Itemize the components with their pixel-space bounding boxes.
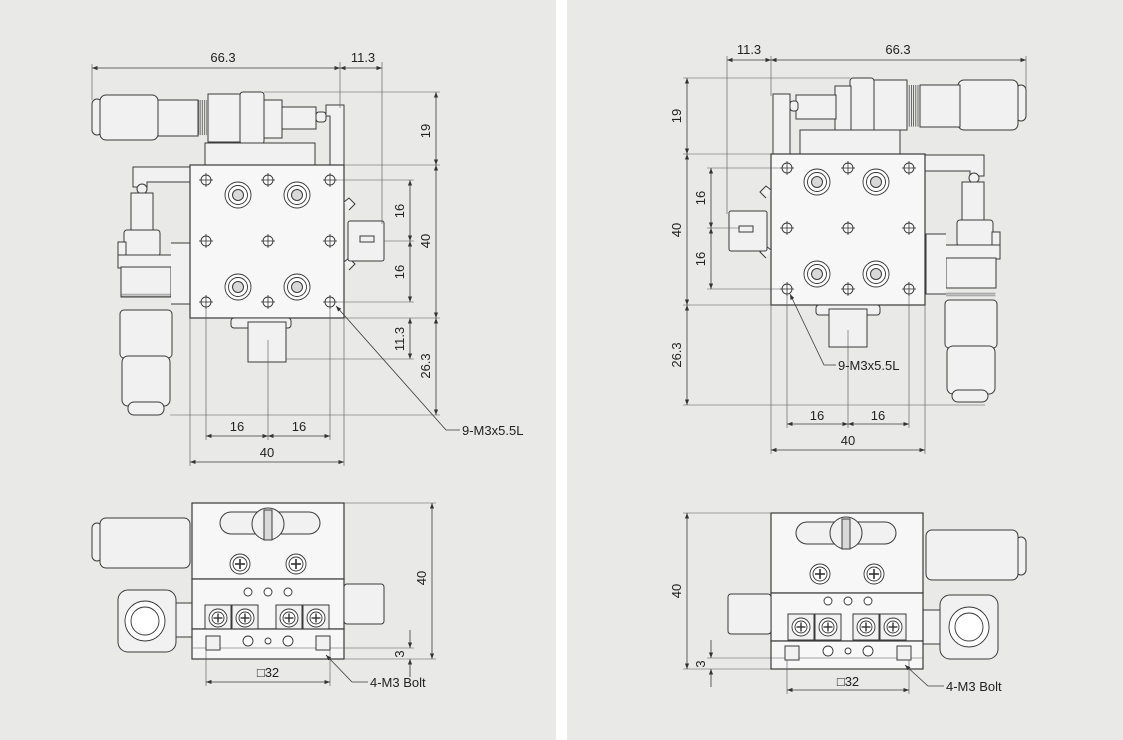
hole-callout: 9-M3x5.5L [462, 423, 523, 438]
dim-40-height: 40 [669, 223, 684, 237]
dim-3: 3 [693, 660, 708, 667]
dim-40-width: 40 [841, 433, 855, 448]
dim-square-32: □32 [257, 665, 279, 680]
dim-16-right: 16 [871, 408, 885, 423]
dim-3: 3 [392, 650, 407, 657]
bolt-callout: 4-M3 Bolt [370, 675, 426, 690]
dim-40-side: 40 [669, 584, 684, 598]
right-top-view: 11.3 66.3 19 40 26.3 16 16 16 16 40 9-M3… [669, 42, 1027, 454]
dim-66-3: 66.3 [885, 42, 910, 57]
dim-19: 19 [418, 124, 433, 138]
hole-callout: 9-M3x5.5L [838, 358, 899, 373]
left-top-view: 66.3 11.3 19 40 16 16 11.3 26.3 16 16 40 [91, 50, 523, 466]
dim-16-left: 16 [230, 419, 244, 434]
dim-66-3: 66.3 [210, 50, 235, 65]
dim-16-left: 16 [810, 408, 824, 423]
bolt-callout: 4-M3 Bolt [946, 679, 1002, 694]
dim-11-3-vertical: 11.3 [392, 327, 407, 351]
dim-16-lower: 16 [392, 265, 407, 279]
dim-26-3: 26.3 [669, 342, 684, 367]
dim-19: 19 [669, 109, 684, 123]
left-side-view: 40 3 □32 4-M3 Bolt [91, 502, 436, 690]
dim-11-3: 11.3 [351, 50, 375, 65]
dim-40-height: 40 [418, 234, 433, 248]
dim-16-right: 16 [292, 419, 306, 434]
dim-26-3: 26.3 [418, 353, 433, 378]
dim-16-upper: 16 [693, 191, 708, 205]
dim-16-upper: 16 [392, 204, 407, 218]
dim-16-lower: 16 [693, 252, 708, 266]
dim-40-width: 40 [260, 445, 274, 460]
dim-11-3: 11.3 [737, 42, 761, 57]
dim-40-side: 40 [414, 571, 429, 585]
right-side-view: 40 3 □32 4-M3 Bolt [669, 512, 1027, 694]
dim-square-32: □32 [837, 674, 859, 689]
